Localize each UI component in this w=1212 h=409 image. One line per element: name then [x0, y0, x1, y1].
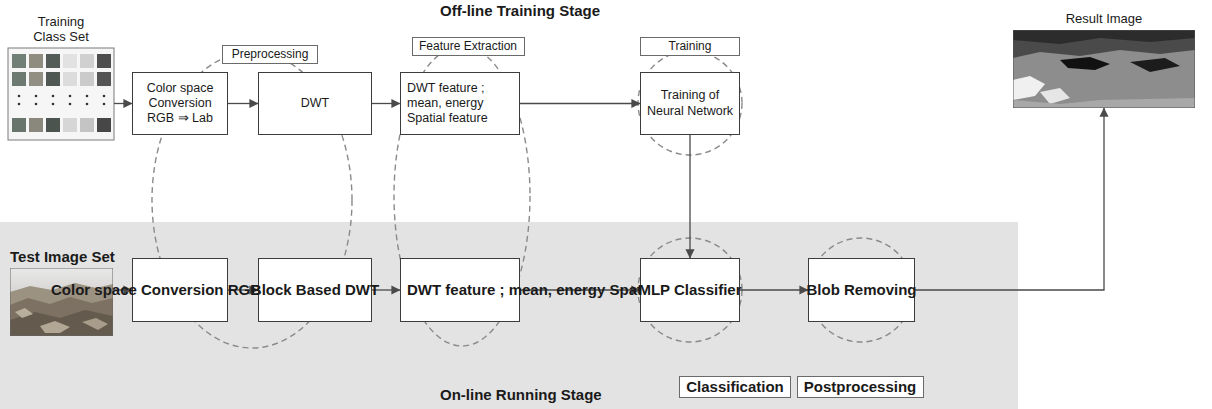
tag-text: Classification — [686, 378, 784, 396]
ellipsis-dot — [52, 103, 55, 106]
band-heading: On-line Running Stage — [440, 386, 602, 403]
tag-text: Preprocessing — [232, 47, 309, 61]
flow-arrow — [520, 103, 640, 104]
texture-sample — [97, 54, 111, 68]
photo-rock — [82, 318, 108, 330]
flow-arrow — [114, 103, 132, 104]
result-region — [1013, 30, 1195, 58]
texture-sample — [46, 118, 60, 132]
texture-sample — [29, 118, 43, 132]
flow-arrow — [372, 103, 400, 104]
result-region — [1060, 57, 1110, 70]
process-text: MLP Classifier — [638, 281, 741, 299]
photo-rock — [15, 308, 33, 318]
texture-sample — [97, 72, 111, 86]
process-text: DWT — [301, 96, 329, 111]
photo-rock — [40, 321, 70, 333]
process-box: DWT feature ; mean, energy Spatial featu… — [400, 258, 520, 322]
tag-text: Postprocessing — [804, 378, 917, 396]
stage-tag: Training — [640, 37, 740, 56]
image-caption: Test Image Set — [10, 248, 72, 265]
photo-frame — [10, 268, 113, 336]
process-text: Block Based DWT — [251, 281, 379, 299]
process-box: DWT feature ; mean, energy Spatial featu… — [400, 72, 520, 135]
process-box: DWT — [258, 72, 372, 135]
process-box: Color space Conversion RGB ⇒ Lab — [132, 72, 228, 135]
ellipsis-dot — [103, 95, 106, 98]
image-caption: Result Image — [1066, 12, 1143, 27]
photo-terrain — [10, 297, 113, 336]
image-set: Result Image — [1013, 12, 1195, 108]
texture-sample — [63, 72, 77, 86]
stage-tag: Classification — [679, 376, 791, 398]
ellipsis-dot — [69, 103, 72, 106]
texture-sample — [63, 118, 77, 132]
process-text: Training of Neural Network — [646, 88, 734, 119]
process-text: DWT feature ; mean, energy Spatial featu… — [407, 81, 513, 127]
process-box: MLP Classifier — [640, 258, 740, 322]
texture-sample — [12, 54, 26, 68]
ellipsis-dot — [18, 103, 21, 106]
result-region — [1013, 30, 1195, 44]
process-box: Blob Removing — [808, 258, 915, 322]
texture-sample — [46, 54, 60, 68]
result-region — [1040, 88, 1070, 104]
process-text: Blob Removing — [807, 281, 917, 299]
stage-title: Off-line Training Stage — [440, 2, 600, 19]
flow-arrow — [740, 289, 808, 290]
image-set: Training Class Set — [8, 15, 114, 140]
process-text: Color space Conversion RGB ⇒ Lab — [138, 81, 222, 127]
thumbnail-frame — [8, 48, 114, 140]
result-region — [1013, 98, 1195, 108]
flow-arrow — [689, 135, 690, 258]
flow-arrow — [915, 108, 1104, 290]
ellipsis-dot — [86, 103, 89, 106]
texture-sample — [12, 118, 26, 132]
process-box: Block Based DWT — [258, 258, 372, 322]
ellipsis-dot — [35, 103, 38, 106]
ellipsis-dot — [86, 95, 89, 98]
online-band-ground — [0, 222, 1018, 409]
texture-sample — [63, 54, 77, 68]
texture-sample — [46, 72, 60, 86]
dashed-group-ellipse — [394, 46, 530, 346]
process-box: Color space Conversion RGB ⇒ Lab — [132, 258, 228, 322]
ellipsis-dot — [52, 95, 55, 98]
ellipsis-dot — [18, 95, 21, 98]
texture-sample — [29, 54, 43, 68]
tag-text: Training — [669, 39, 712, 53]
ellipsis-dot — [103, 103, 106, 106]
tag-text: Feature Extraction — [419, 39, 517, 53]
stage-tag: Feature Extraction — [412, 37, 525, 56]
ellipsis-dot — [35, 95, 38, 98]
segmentation-result — [1013, 30, 1195, 108]
flow-arrow — [228, 103, 258, 104]
image-caption: Training Class Set — [30, 15, 92, 45]
terrain-photo — [10, 268, 113, 336]
texture-sample — [12, 72, 26, 86]
result-frame — [1013, 30, 1195, 108]
texture-sample — [80, 54, 94, 68]
result-region — [1013, 76, 1045, 100]
ellipsis-dot — [69, 95, 72, 98]
texture-sample — [80, 72, 94, 86]
texture-sample — [97, 118, 111, 132]
texture-sample — [80, 118, 94, 132]
result-region — [1130, 58, 1180, 72]
result-region — [1013, 30, 1195, 108]
stage-band: On-line Running Stage Test Image SetColor… — [0, 222, 1018, 409]
stage-tag: Postprocessing — [797, 376, 924, 398]
texture-sample — [29, 72, 43, 86]
stage-tag: Preprocessing — [222, 45, 318, 64]
process-box: Training of Neural Network — [640, 72, 740, 135]
photo-sky — [10, 268, 113, 336]
training-class-thumbnails — [8, 48, 114, 140]
